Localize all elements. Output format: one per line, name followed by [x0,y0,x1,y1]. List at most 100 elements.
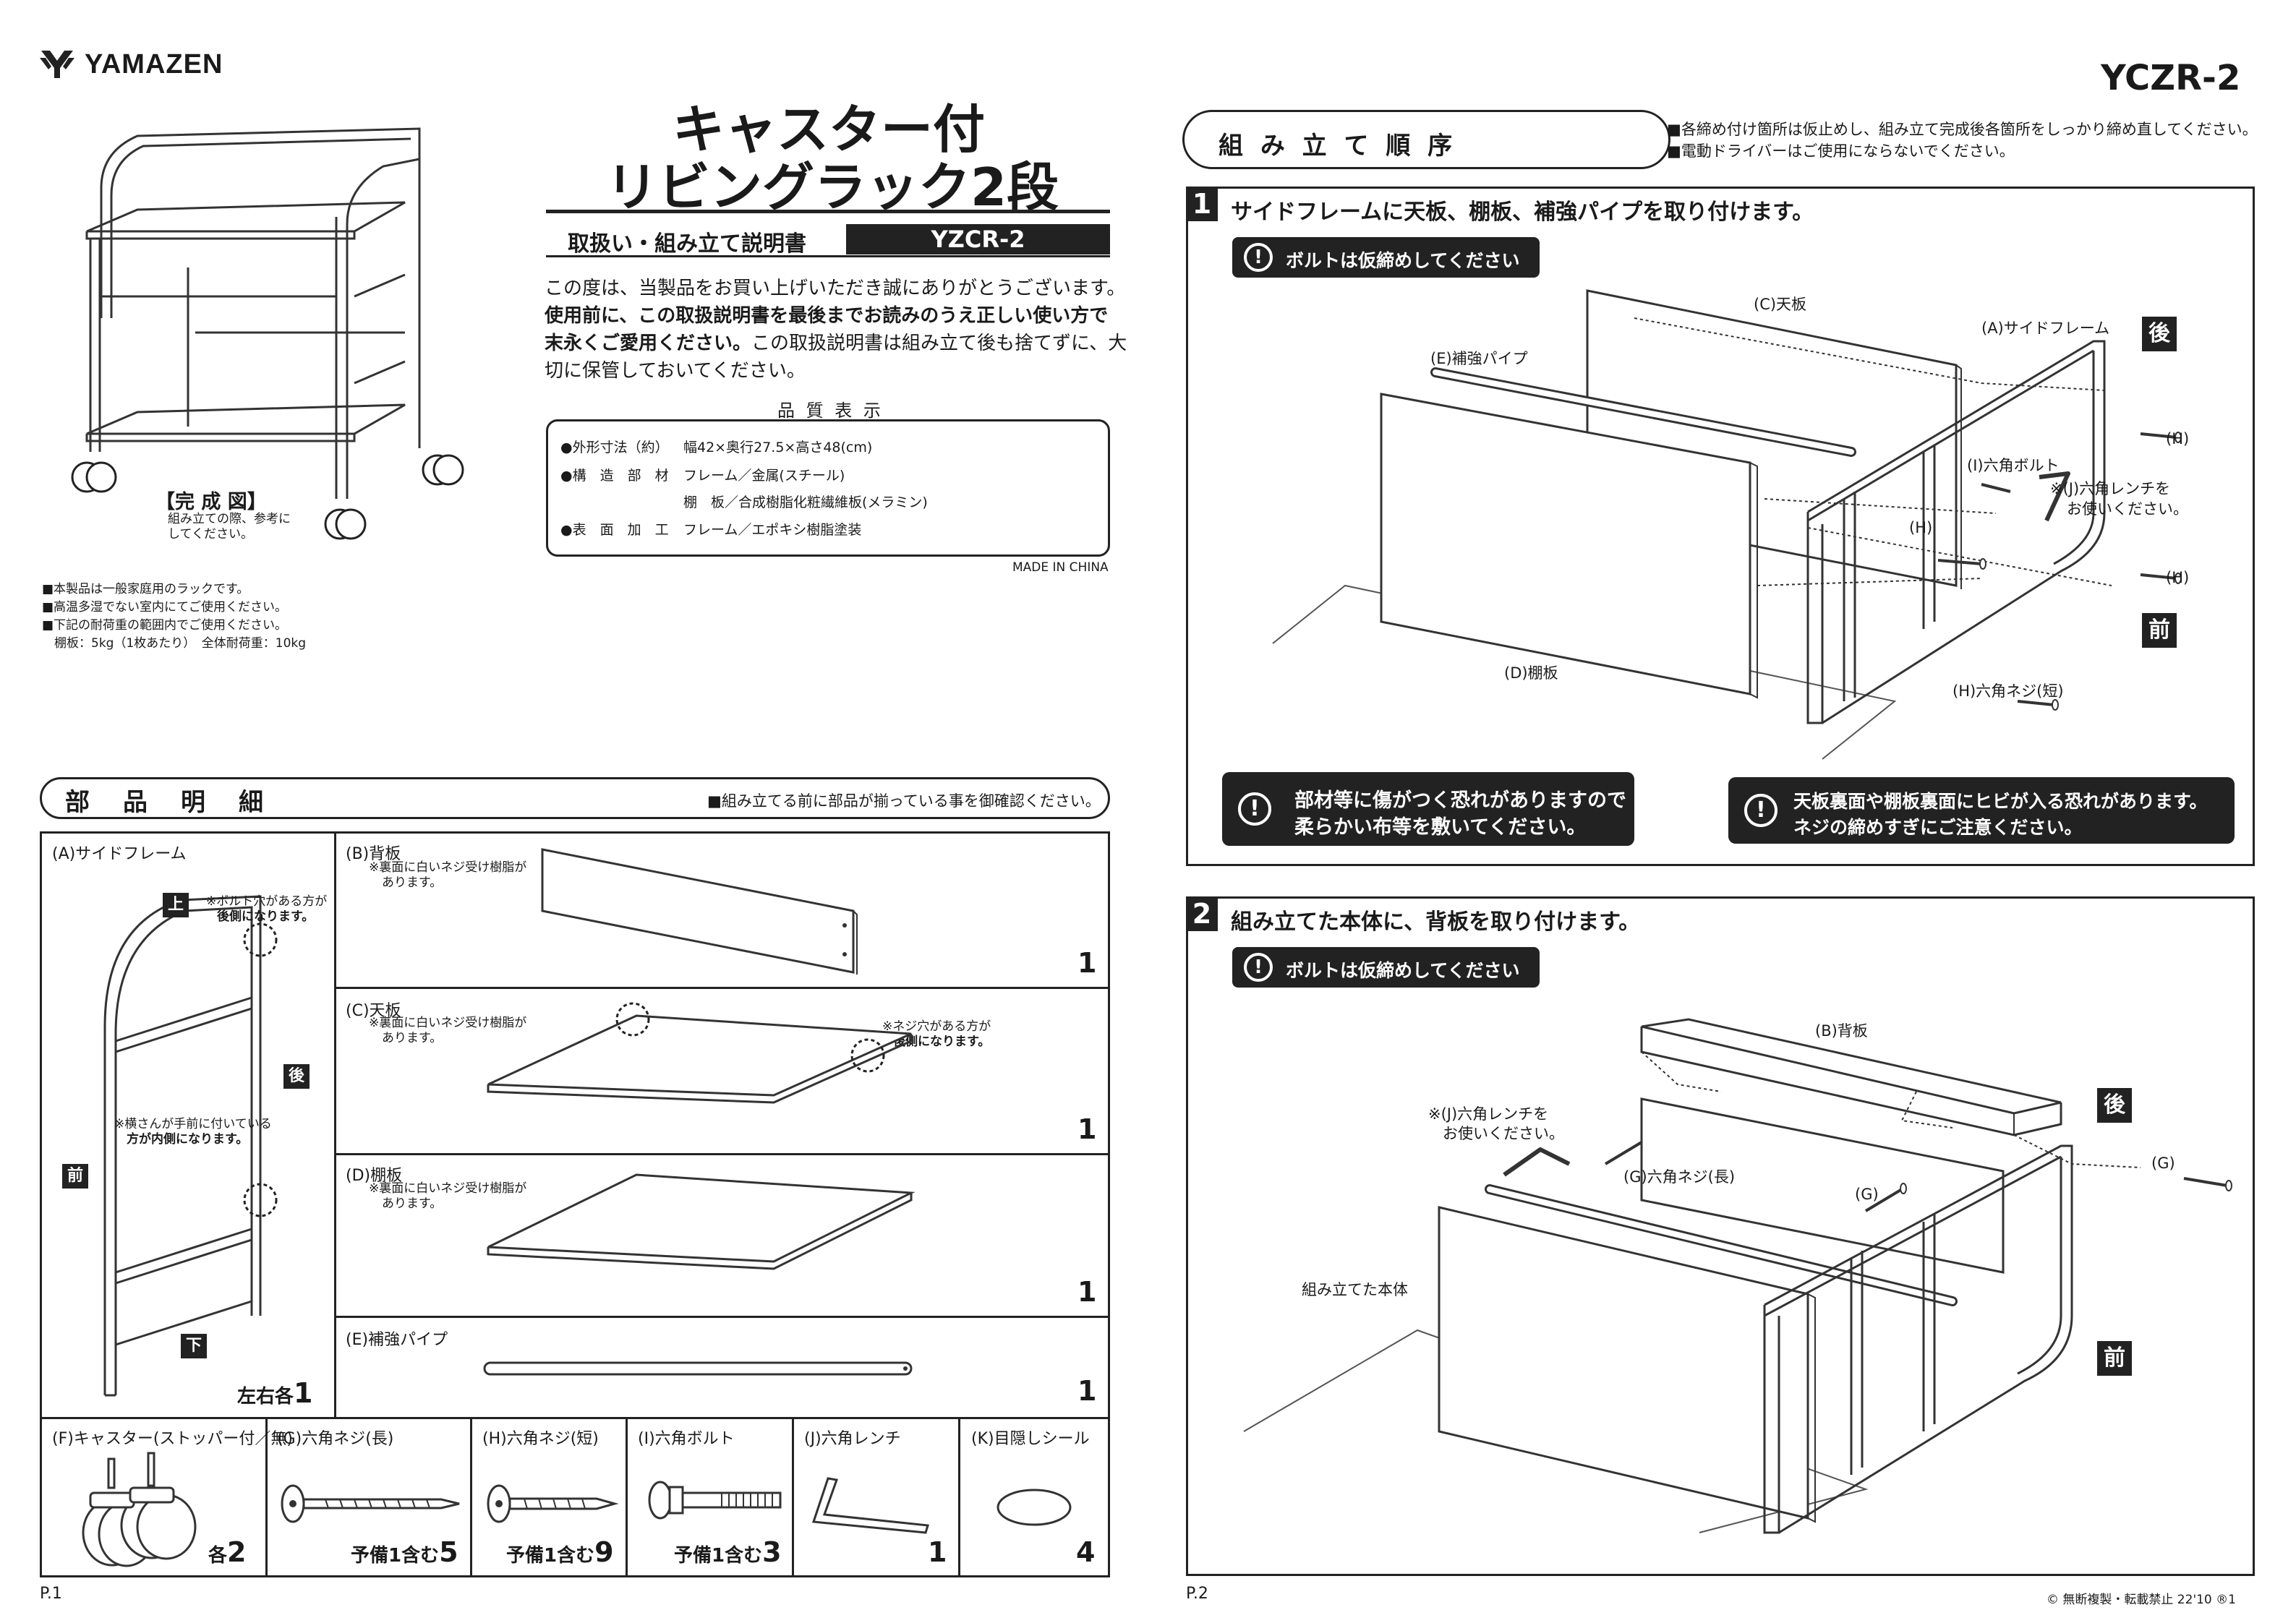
part-b-qty: 1 [1077,947,1097,979]
part-c-note-1: ※裏面に白いネジ受け樹脂が [369,1016,527,1030]
quality-finish-label: ●表 面 加 工 [560,522,669,538]
step1-warning-1: ! 部材等に傷がつく恐れがありますので 柔らかい布等を敷いてください。 [1222,772,1634,846]
part-d-qty: 1 [1077,1276,1097,1308]
step1-label-h3: (H) [1909,519,1933,536]
step1-badge: ! ボルトは仮締めしてください [1232,237,1540,278]
part-h-qty: 予備1含む9 [506,1536,614,1568]
part-c-note-3: ※ネジ穴がある方が [882,1019,991,1034]
yamazen-logo-icon [40,51,74,78]
step2-badge-text: ボルトは仮締めしてください [1286,960,1520,981]
exclamation-icon: ! [1744,794,1778,827]
complete-note-1: 組み立ての際、参考に [168,512,291,526]
part-f-qty: 各2 [208,1536,247,1568]
intro-line-1: この度は、当製品をお買い上げいただき誠にありがとうございます。 [545,278,1126,299]
model-top: YCZR-2 [2101,58,2241,98]
intro-line-3a: 末永くご愛用ください。 [545,333,752,354]
exclamation-icon: ! [1244,953,1273,982]
step1-number: 1 [1186,187,1218,221]
step1-label-h2: (H) [2166,569,2190,586]
parts-note: ■組み立てる前に部品が揃っている事を御確認ください。 [707,792,1101,810]
short-hex-screw-illustration [487,1484,619,1523]
intro-line-2: 使用前に、この取扱説明書を最後までお読みのうえ正しい使い方で [545,305,1109,327]
step2-front-tag: 前 [2097,1341,2132,1376]
part-a-note-1b: 後側になります。 [217,909,315,924]
part-a-note-2b: 方が内側になります。 [127,1132,249,1147]
step2-label-j1: ※(J)六角レンチを [1428,1105,1549,1123]
step1-warn-1b: 柔らかい布等を敷いてください。 [1294,816,1587,839]
step1-label-j2: お使いください。 [2067,500,2188,518]
step1-label-d: (D)棚板 [1504,664,1558,682]
step1-label-j1: ※(J)六角レンチを [2050,480,2171,497]
part-c-qty: 1 [1077,1113,1097,1145]
page-number-2: P.2 [1186,1585,1208,1603]
step1-warn-2b: ネジの締めすぎにご注意ください。 [1793,817,2083,838]
side-frame-illustration [103,895,278,1397]
quality-material-label: ●構 造 部 材 [560,468,669,484]
subtitle-rule [546,255,1110,257]
usage-note-1: ■本製品は一般家庭用のラックです。 [42,582,249,596]
brand-name: YAMAZEN [85,49,223,80]
part-c-note-2: あります。 [382,1031,443,1045]
step2-assembly-diagram [1243,1018,2232,1534]
parts-header [40,777,1110,819]
step2-label-g1: (G) [1855,1186,1879,1203]
usage-note-3: ■下記の耐荷重の範囲内でご使用ください。 [42,618,288,633]
title-line-1: キャスター付 [673,99,986,160]
quality-heading: 品 質 表 示 [777,401,884,421]
title-rule [546,210,1110,213]
quality-material-value-2: 棚 板／合成樹脂化粧繊維板(メラミン) [683,494,928,510]
step2-label-g: (G)六角ネジ(長) [1623,1168,1736,1186]
caster-illustration [82,1452,197,1567]
step1-warning-2: ! 天板裏面や棚板裏面にヒビが入る恐れがあります。 ネジの締めすぎにご注意くださ… [1728,777,2235,844]
top-board-illustration [487,1002,913,1104]
step1-title: サイドフレームに天板、棚板、補強パイプを取り付けます。 [1231,200,1814,225]
hex-wrench-illustration [811,1477,929,1534]
part-i-name: (I)六角ボルト [638,1430,735,1448]
step2-number: 2 [1186,896,1218,931]
cover-seal-illustration [997,1489,1072,1526]
long-hex-screw-illustration [281,1484,460,1523]
page-number-1: P.1 [40,1585,62,1603]
parts-heading: 部 品 明 細 [65,788,268,817]
exclamation-icon: ! [1244,243,1273,272]
back-panel-illustration [541,848,858,975]
part-k-name: (K)目隠しシール [971,1430,1090,1448]
part-a-top-tag: 上 [163,893,189,917]
assembly-heading: 組 み 立 て 順 序 [1219,132,1457,160]
complete-note-2: してください。 [168,527,253,541]
part-a-back-tag: 後 [283,1064,310,1089]
part-g-qty: 予備1含む5 [351,1536,458,1568]
quality-box [546,419,1110,557]
subtitle-label: 取扱い・組み立て説明書 [568,231,806,257]
intro-line-3b: この取扱説明書は組み立て後も捨てずに、大 [751,333,1127,354]
part-j-qty: 1 [928,1536,947,1568]
step1-label-hs: (H)六角ネジ(短) [1953,682,2064,700]
quality-material-value-1: フレーム／金属(スチール) [683,468,845,484]
completed-rack-illustration [71,127,464,540]
part-j-name: (J)六角レンチ [804,1430,901,1448]
parts-grid [40,831,1110,1577]
part-d-note-2: あります。 [382,1196,443,1211]
step2-title: 組み立てた本体に、背板を取り付けます。 [1231,909,1641,935]
part-c-note-4: 後側になります。 [893,1035,991,1049]
step2-back-tag: 後 [2097,1088,2132,1123]
copyright: © 無断複製・転載禁止 22'10 ®1 [2047,1593,2236,1607]
step1-assembly-diagram [1272,289,2182,760]
step1-warn-2a: 天板裏面や棚板裏面にヒビが入る恐れがあります。 [1793,791,2208,812]
step1-label-a: (A)サイドフレーム [1981,320,2110,337]
step2-label-b: (B)背板 [1815,1022,1868,1040]
usage-note-2: ■高温多湿でない室内にてご使用ください。 [42,600,288,614]
part-g-name: (G)六角ネジ(長) [277,1430,394,1448]
subtitle-model: YZCR-2 [846,224,1110,254]
part-b-name: (B)背板 [346,845,401,863]
part-b-note-1: ※裏面に白いネジ受け樹脂が [369,860,527,875]
part-b-note-2: あります。 [382,875,443,890]
exclamation-icon: ! [1238,792,1271,826]
part-h-name: (H)六角ネジ(短) [482,1430,599,1448]
title-line-2: リビングラック2段 [606,157,1059,218]
part-f-name: (F)キャスター(ストッパー付／無) [52,1430,293,1448]
part-d-name: (D)棚板 [346,1167,403,1185]
part-d-note-1: ※裏面に白いネジ受け樹脂が [369,1181,527,1196]
part-a-front-tag: 前 [62,1164,88,1189]
assembly-note-1: ■各締め付け箇所は仮止めし、組み立て完成後各箇所をしっかり締め直してください。 [1667,121,2258,138]
